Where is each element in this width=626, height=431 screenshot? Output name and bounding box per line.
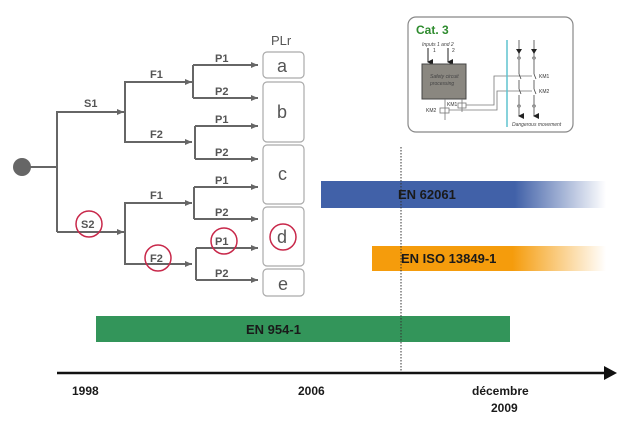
category-title: Cat. 3 xyxy=(416,23,449,37)
safety-processing-block xyxy=(421,63,467,100)
highlight-s2 xyxy=(75,210,103,238)
highlight-d xyxy=(269,223,297,251)
label-s2-f1: F1 xyxy=(150,190,163,202)
tick-december: décembre xyxy=(472,384,529,398)
risk-graph xyxy=(13,62,258,283)
plr-level-e: e xyxy=(278,274,288,294)
selected-path-highlights xyxy=(75,210,297,272)
km1-label: KM1 xyxy=(539,74,550,80)
label-p-8: P2 xyxy=(215,268,228,280)
label-p-1: P1 xyxy=(215,53,228,65)
highlight-f2 xyxy=(144,244,172,272)
label-s1: S1 xyxy=(84,98,97,110)
category-card-frame xyxy=(407,16,574,133)
plr-level-b: b xyxy=(277,102,287,122)
plr-box-c xyxy=(262,144,305,205)
plr-box-e xyxy=(262,268,305,297)
risk-graph-labels: S1 S2 F1 F2 F1 F2 P1 P2 P1 P2 P1 P2 P1 P… xyxy=(81,53,228,280)
plr-levels xyxy=(262,51,305,297)
block-label-1: Safety circuit xyxy=(430,74,459,80)
bar-label-en-62061: EN 62061 xyxy=(398,187,456,202)
plr-level-c: c xyxy=(278,164,287,184)
km2-label: KM2 xyxy=(539,89,550,95)
label-p-3: P1 xyxy=(215,114,228,126)
plr-box-a xyxy=(262,51,305,79)
label-p-5: P1 xyxy=(215,175,228,187)
highlight-p1 xyxy=(210,227,238,255)
top-arrow-1 xyxy=(516,49,522,54)
plr-box-d xyxy=(262,206,305,267)
km1-coil-label: KM1 xyxy=(447,102,458,108)
plr-level-d: d xyxy=(277,227,287,247)
label-s1-f2: F2 xyxy=(150,129,163,141)
timeline: EN 62061 EN ISO 13849-1 EN 954-1 1998 20… xyxy=(57,147,617,415)
tick-2009: 2009 xyxy=(491,401,518,415)
label-p-7: P1 xyxy=(215,236,228,248)
label-p-2: P2 xyxy=(215,86,228,98)
plr-box-b xyxy=(262,81,305,143)
top-arrow-2 xyxy=(531,49,537,54)
label-s2-f2: F2 xyxy=(150,253,163,265)
input-1-label: 1 xyxy=(433,48,436,54)
time-axis-arrowhead xyxy=(604,366,617,380)
category-card: Cat. 3 Inputs 1 and 2 1 2 Safety circuit… xyxy=(407,16,574,133)
inputs-label: Inputs 1 and 2 xyxy=(422,42,454,48)
bar-en-954-1 xyxy=(96,316,510,342)
km2-coil-label: KM2 xyxy=(426,108,437,114)
bar-en-62061 xyxy=(321,181,606,208)
plr-title: PLr xyxy=(271,33,292,48)
plr-level-a: a xyxy=(277,56,288,76)
bar-label-en-iso-13849: EN ISO 13849-1 xyxy=(401,251,496,266)
input-2-label: 2 xyxy=(452,48,455,54)
label-s1-f1: F1 xyxy=(150,69,163,81)
tick-2006: 2006 xyxy=(298,384,325,398)
block-label-2: processing xyxy=(429,81,454,87)
bar-en-iso-13849 xyxy=(372,246,606,271)
label-p-4: P2 xyxy=(215,147,228,159)
output-label: Dangerous movement xyxy=(512,122,562,128)
label-p-6: P2 xyxy=(215,207,228,219)
tick-1998: 1998 xyxy=(72,384,99,398)
bar-label-en-954-1: EN 954-1 xyxy=(246,322,301,337)
contactor-lines xyxy=(517,40,539,119)
wiring xyxy=(439,75,532,120)
label-s2: S2 xyxy=(81,219,94,231)
